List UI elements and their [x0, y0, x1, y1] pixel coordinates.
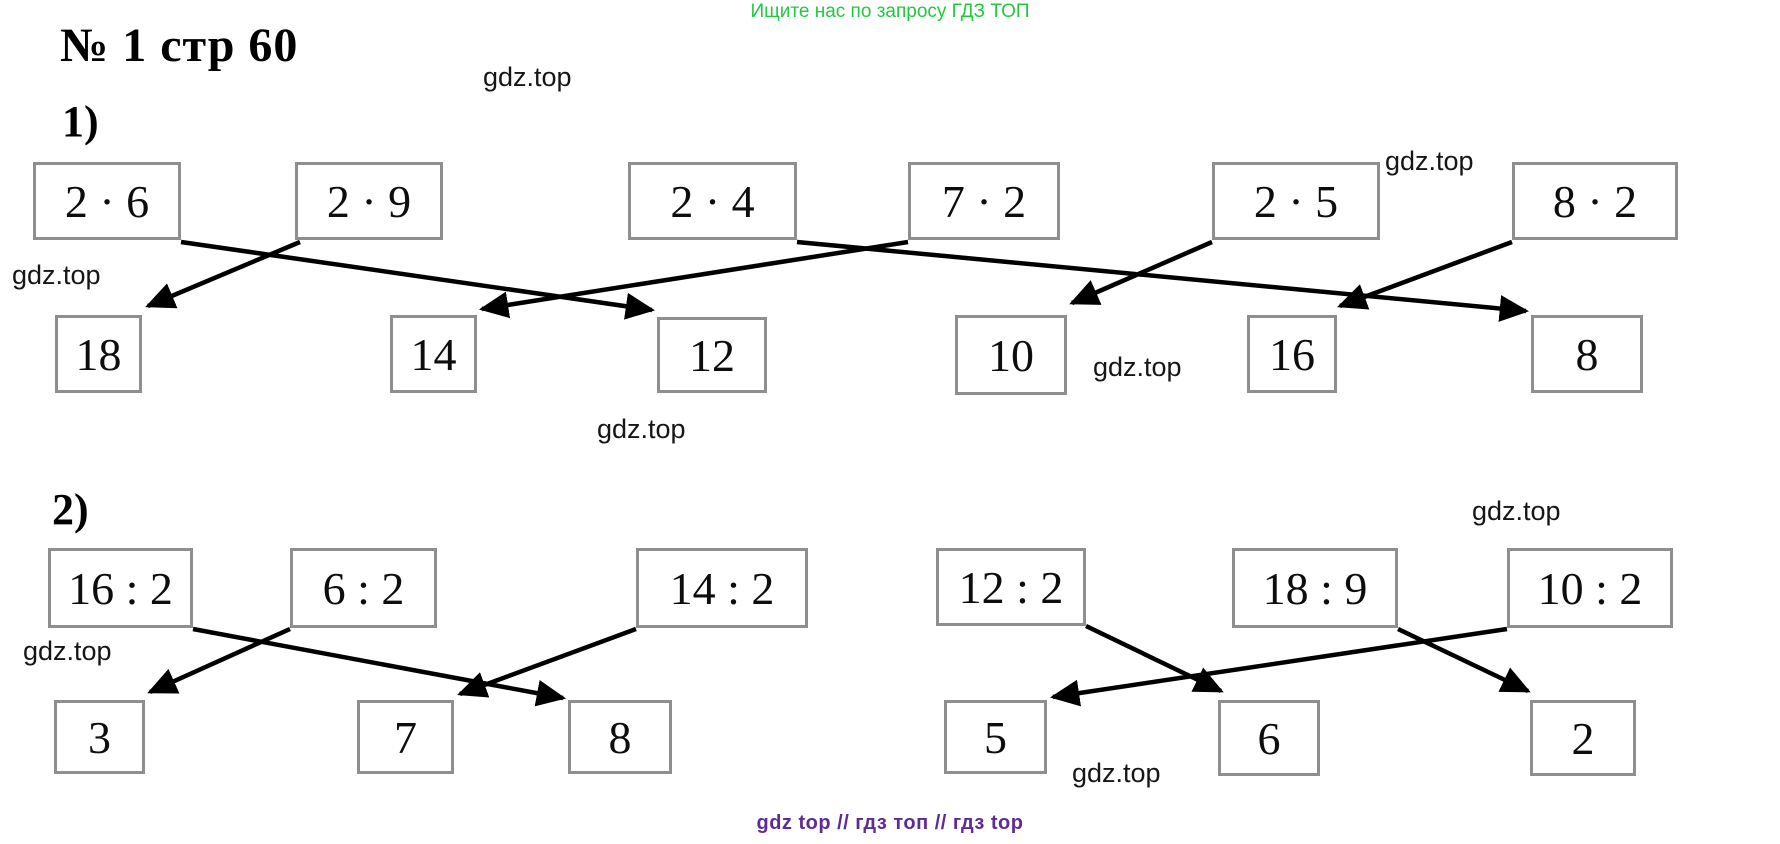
expression-box: 2 · 9 — [295, 162, 443, 240]
match-arrow — [457, 626, 637, 698]
footer-watermark-text: gdz top // гдз топ // гдз top — [756, 812, 1024, 834]
answer-box: 5 — [944, 700, 1047, 774]
gdz-watermark: gdz.top — [1093, 352, 1182, 382]
expression-box: 18 : 9 — [1232, 548, 1398, 628]
match-arrow — [1049, 626, 1508, 707]
match-arrow — [1397, 626, 1531, 694]
match-arrow — [192, 626, 567, 707]
expression-box: 10 : 2 — [1507, 548, 1673, 628]
gdz-watermark: gdz.top — [23, 636, 112, 666]
answer-box: 14 — [390, 315, 477, 393]
answer-box: 18 — [55, 315, 142, 393]
answer-box: 8 — [568, 700, 672, 774]
section-1-label: 1) — [62, 97, 99, 146]
expression-box: 14 : 2 — [636, 548, 808, 628]
answer-box: 2 — [1530, 700, 1636, 776]
expression-box: 16 : 2 — [48, 548, 193, 628]
expression-box: 12 : 2 — [936, 548, 1086, 626]
gdz-watermark: gdz.top — [597, 414, 686, 444]
expression-box: 2 · 4 — [628, 162, 797, 240]
expression-box: 2 · 5 — [1212, 162, 1380, 240]
match-arrow — [796, 239, 1530, 322]
match-arrow — [1085, 623, 1224, 694]
gdz-watermark: gdz.top — [1072, 758, 1161, 788]
answer-box: 10 — [955, 315, 1067, 395]
gdz-watermark: gdz.top — [1385, 146, 1474, 176]
match-arrow — [147, 626, 291, 695]
expression-box: 7 · 2 — [908, 162, 1060, 240]
match-arrow — [478, 239, 909, 319]
match-arrow-group — [145, 239, 1531, 707]
match-arrow — [1069, 239, 1213, 306]
answer-box: 6 — [1218, 700, 1320, 776]
answer-box: 12 — [657, 317, 767, 393]
gdz-watermark: gdz.top — [12, 260, 101, 290]
match-arrow — [180, 239, 656, 320]
answer-box: 3 — [54, 700, 145, 774]
expression-box: 6 : 2 — [290, 548, 437, 628]
section-2-label: 2) — [52, 485, 89, 534]
gdz-watermark: gdz.top — [483, 62, 572, 92]
promo-banner: Ищите нас по запросу ГДЗ ТОП — [750, 1, 1030, 22]
page-title: № 1 стр 60 — [60, 19, 299, 72]
match-arrow — [1337, 239, 1513, 310]
expression-box: 8 · 2 — [1512, 162, 1678, 240]
gdz-watermark: gdz.top — [1472, 496, 1561, 526]
match-arrow — [145, 239, 301, 309]
answer-box: 8 — [1531, 315, 1643, 393]
answer-box: 7 — [357, 700, 454, 774]
expression-box: 2 · 6 — [33, 162, 181, 240]
answer-box: 16 — [1247, 315, 1337, 393]
